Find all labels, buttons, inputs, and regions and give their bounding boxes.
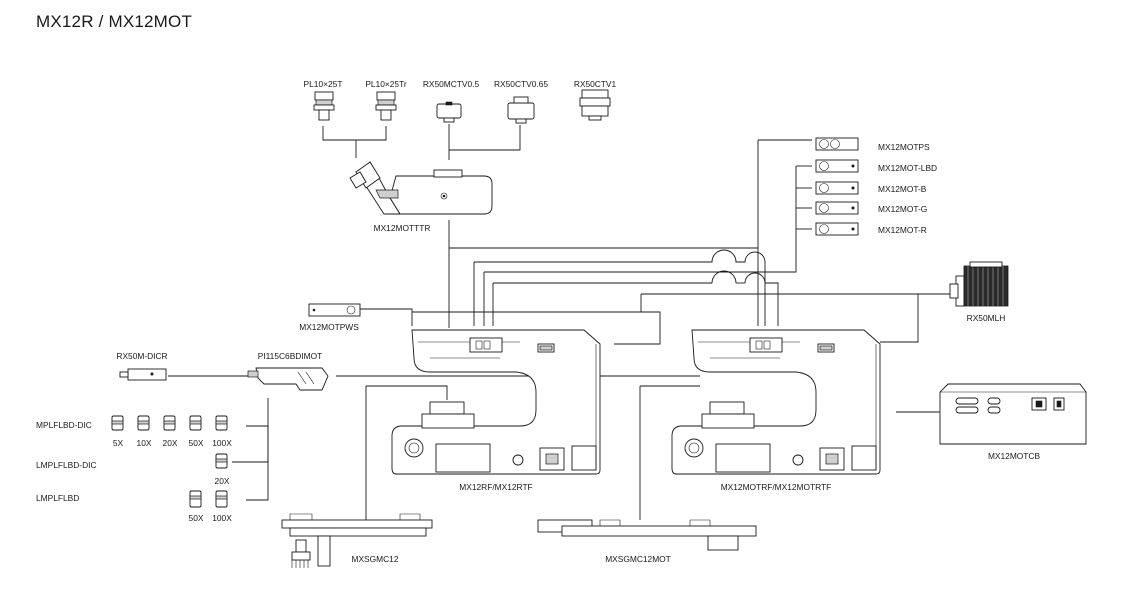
objectives	[111, 415, 228, 508]
label-mx12mot-lbd: MX12MOT-LBD	[878, 163, 937, 173]
label-pi115c6bdimot: PI115C6BDIMOT	[258, 351, 323, 361]
label-rx50ctv065: RX50CTV0.65	[494, 79, 548, 89]
label-rx50mctv05: RX50MCTV0.5	[423, 79, 480, 89]
objective-lmplflbd-dic-20x	[215, 453, 228, 469]
control-box-mx12motcb	[939, 383, 1087, 445]
label-pl10x25tr: PL10×25Tr	[365, 79, 407, 89]
label-pl10x25t: PL10×25T	[304, 79, 343, 89]
label-mx12motps: MX12MOTPS	[878, 142, 930, 152]
label-rx50mlh: RX50MLH	[967, 313, 1006, 323]
eyepiece-pl10x25t	[313, 91, 335, 121]
mag-label: 5X	[113, 438, 124, 448]
label-rx50ctv1: RX50CTV1	[574, 79, 617, 89]
label-rx50m-dicr: RX50M-DICR	[116, 351, 167, 361]
label-mxsgmc12mot: MXSGMC12MOT	[605, 554, 671, 564]
label-mx12mot-b: MX12MOT-B	[878, 184, 927, 194]
mag-label: 10X	[137, 438, 152, 448]
mag-label: 100X	[212, 438, 232, 448]
mag-label: 50X	[189, 438, 204, 448]
mag-label: 50X	[189, 513, 204, 523]
label-lmplflbd: LMPLFLBD	[36, 493, 79, 503]
label-mx12motrf: MX12MOTRF/MX12MOTRTF	[721, 482, 832, 492]
objective-mplflbd-5x	[111, 415, 124, 431]
power-unit-mx12motpws	[308, 303, 361, 317]
label-mx12motpws: MX12MOTPWS	[299, 322, 359, 332]
label-mx12rf: MX12RF/MX12RTF	[459, 482, 532, 492]
trinocular-head	[349, 160, 493, 215]
camera-adapter-rx50ctv1	[579, 89, 611, 121]
objective-mplflbd-100x	[215, 415, 228, 431]
stage-mxsgmc12	[281, 513, 433, 568]
objective-lmplflbd-50x	[189, 490, 202, 508]
label-mxsgmc12: MXSGMC12	[351, 554, 398, 564]
label-mx12mot-g: MX12MOT-G	[878, 204, 927, 214]
objective-lmplflbd-100x	[215, 490, 228, 508]
dic-prism-rx50m-dicr	[119, 368, 167, 381]
label-lmplflbd-dic: LMPLFLBD-DIC	[36, 460, 97, 470]
mag-label: 20X	[163, 438, 178, 448]
filter-mx12mot-g	[815, 201, 859, 215]
connection-lines	[168, 124, 950, 520]
objective-mplflbd-20x	[163, 415, 176, 431]
filter-mx12motps	[815, 137, 859, 151]
nosepiece-pi115c6bdimot	[247, 367, 329, 391]
camera-adapter-rx50ctv065	[507, 96, 535, 124]
label-mx12mottr: MX12MOTTTR	[374, 223, 431, 233]
camera-adapter-rx50mctv05	[436, 101, 462, 123]
label-mx12motcb: MX12MOTCB	[988, 451, 1041, 461]
filter-mx12mot-b	[815, 181, 859, 195]
stage-mxsgmc12mot	[537, 519, 757, 551]
label-mplflbd-dic: MPLFLBD-DIC	[36, 420, 92, 430]
microscope-stand-mx12motrf	[671, 329, 881, 475]
mag-label: 100X	[212, 513, 232, 523]
microscope-stand-mx12rf	[391, 329, 601, 475]
filter-mx12mot-r	[815, 222, 859, 236]
lamp-house-rx50mlh	[949, 261, 1009, 307]
objective-mplflbd-10x	[137, 415, 150, 431]
label-mx12mot-r: MX12MOT-R	[878, 225, 927, 235]
objective-mplflbd-50x	[189, 415, 202, 431]
filter-mx12mot-lbd	[815, 159, 859, 173]
labels: PL10×25T PL10×25Tr RX50MCTV0.5 RX50CTV0.…	[36, 79, 1040, 564]
page-title: MX12R / MX12MOT	[36, 12, 193, 31]
eyepiece-pl10x25tr	[375, 91, 397, 121]
mag-label: 20X	[215, 476, 230, 486]
